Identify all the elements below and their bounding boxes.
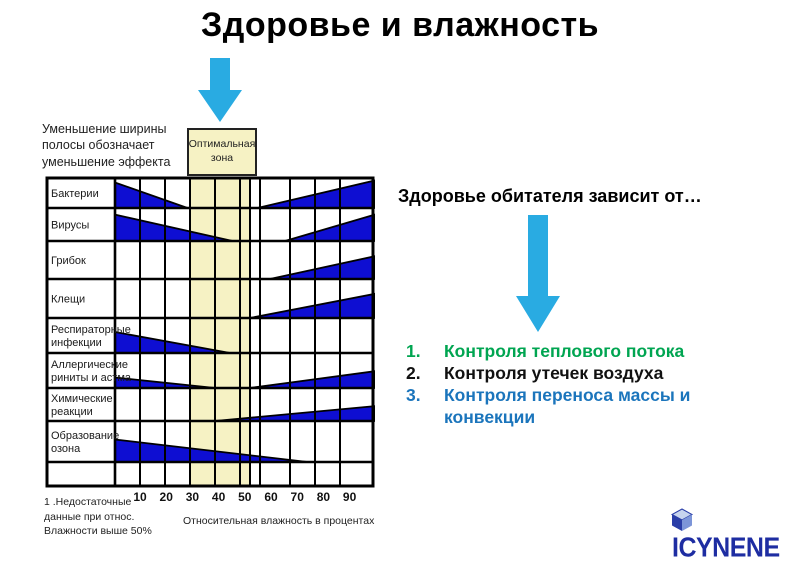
row-label: риниты и астма [51, 372, 132, 384]
x-tick-label: 70 [291, 490, 305, 504]
list-item-number: 2. [406, 363, 421, 383]
list-item-text: Контроля теплового потока [444, 341, 685, 361]
row-label: озона [51, 443, 81, 455]
cube-right-face [682, 514, 692, 531]
row-label: Респираторные [51, 324, 131, 336]
row-label: Аллергические [51, 359, 128, 371]
list-item-text: Контроля переноса массы и конвекции [444, 385, 691, 427]
logo-wordmark: ICYNENE [672, 532, 780, 564]
row-label: реакции [51, 406, 93, 418]
x-tick-label: 10 [133, 490, 147, 504]
row-label: Клещи [51, 294, 85, 306]
depends-heading: Здоровье обитателя зависит от… [398, 186, 702, 206]
list-item: 3. Контроля переноса массы и конвекции [406, 384, 736, 428]
x-tick-label: 30 [186, 490, 200, 504]
x-tick-label: 40 [212, 490, 226, 504]
list-item-number: 3. [406, 385, 421, 405]
depends-list: 1. Контроля теплового потока 2. Контроля ут… [406, 340, 736, 428]
row-label: Образование [51, 430, 119, 442]
x-tick-label: 50 [238, 490, 252, 504]
x-tick-label: 80 [317, 490, 331, 504]
cube-icon [670, 508, 694, 531]
effect-band [269, 255, 375, 280]
list-item: 2. Контроля утечек воздуха [406, 362, 736, 384]
optimal-zone-label: Оптимальная зона [188, 138, 256, 164]
down-arrow-shape [516, 215, 560, 332]
footnote-line: данные при относ. [44, 510, 135, 523]
slide-title: Здоровье и влажность [200, 6, 600, 44]
effect-band [249, 370, 375, 389]
down-arrow-shape [198, 58, 242, 122]
x-tick-label: 90 [343, 490, 357, 504]
list-item-number: 1. [406, 341, 421, 361]
chart-footnote: 1 .Недостаточные данные при относ. Влажн… [44, 495, 164, 539]
x-tick-label: 60 [264, 490, 278, 504]
row-label: Грибок [51, 255, 86, 267]
footnote-line: Влажности выше 50% [44, 525, 152, 538]
row-label: Вирусы [51, 220, 89, 232]
chart-border [45, 176, 375, 488]
cube-left-face [672, 514, 682, 531]
x-axis-label: Относительная влажность в процентах [183, 515, 375, 527]
effect-band [249, 292, 375, 319]
title-down-arrow-icon [198, 58, 242, 122]
row-label: Бактерии [51, 188, 99, 200]
list-item-text: Контроля утечек воздуха [444, 363, 664, 383]
humidity-chart: БактерииВирусыГрибокКлещиРеспираторныеин… [45, 176, 375, 504]
effect-band [284, 213, 375, 242]
effect-band [114, 181, 188, 209]
optimal-zone-box: Оптимальная зона [187, 128, 257, 176]
row-label: Химические [51, 393, 113, 405]
heading-down-arrow-icon [516, 215, 560, 332]
row-label: инфекции [51, 337, 102, 349]
effect-band [257, 179, 375, 209]
list-item: 1. Контроля теплового потока [406, 340, 736, 362]
x-tick-label: 20 [160, 490, 174, 504]
icynene-logo: ICYNENE [664, 506, 784, 563]
band-width-note: Уменьшение ширины полосы обозначает умен… [42, 122, 171, 169]
footnote-line: 1 .Недостаточные [44, 496, 132, 508]
